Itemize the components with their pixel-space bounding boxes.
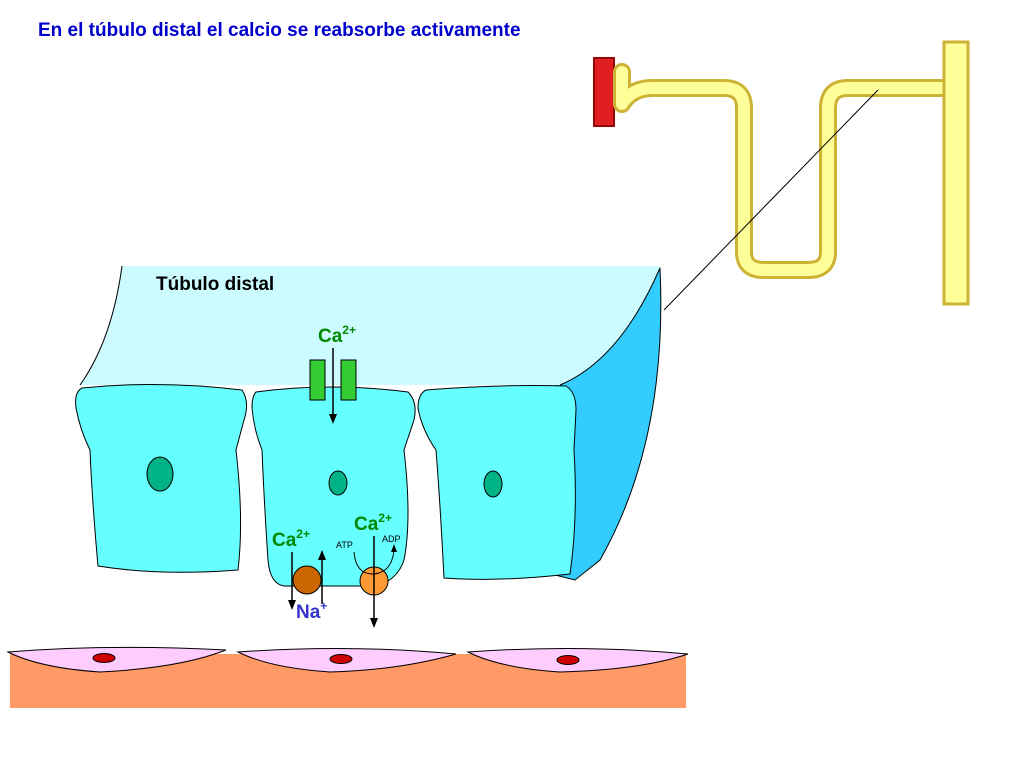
- calcium-channel-right: [340, 359, 357, 401]
- exchanger-na-in-arrowhead: [318, 550, 326, 560]
- adp-label: ADP: [382, 534, 401, 544]
- nucleus-left: [146, 456, 174, 492]
- nephron-tubule-fill: [616, 66, 964, 276]
- na-ca-exchanger: [292, 565, 322, 595]
- capillary-nucleus-3: [556, 655, 580, 665]
- atp-adp-curve-arrow: [353, 549, 395, 575]
- sodium-label: Na+: [296, 599, 327, 623]
- tubule-lumen: [80, 266, 660, 385]
- lumen-outline-right: [559, 267, 661, 386]
- tubule-name-label: Túbulo distal: [156, 274, 274, 295]
- capillary-endothelial-cell-1: [6, 646, 227, 673]
- collecting-duct: [942, 40, 970, 306]
- atp-label: ATP: [336, 540, 353, 550]
- zoom-pointer-line: [663, 89, 879, 311]
- capillary-nucleus-1: [92, 653, 116, 663]
- apical-calcium-label: Ca2+: [318, 323, 356, 347]
- calcium-channel-left: [309, 359, 326, 401]
- calcium-entry-arrowhead: [329, 414, 337, 424]
- atp-adp-arrowhead: [391, 544, 397, 552]
- nucleus-right: [483, 470, 503, 498]
- nucleus-center: [328, 470, 348, 496]
- exchanger-calcium-label: Ca2+: [272, 527, 310, 551]
- lumen-outline: [79, 265, 123, 386]
- capillary-nucleus-2: [329, 654, 353, 664]
- slide-title: En el túbulo distal el calcio se reabsor…: [38, 20, 521, 41]
- nephron-schematic: [593, 40, 970, 311]
- nephron-tubule: [613, 63, 967, 279]
- pump-calcium-label: Ca2+: [354, 511, 392, 535]
- glomerulus: [593, 57, 615, 127]
- pump-ca-out-arrowhead: [370, 618, 378, 628]
- exchanger-ca-out-arrowhead: [288, 600, 296, 610]
